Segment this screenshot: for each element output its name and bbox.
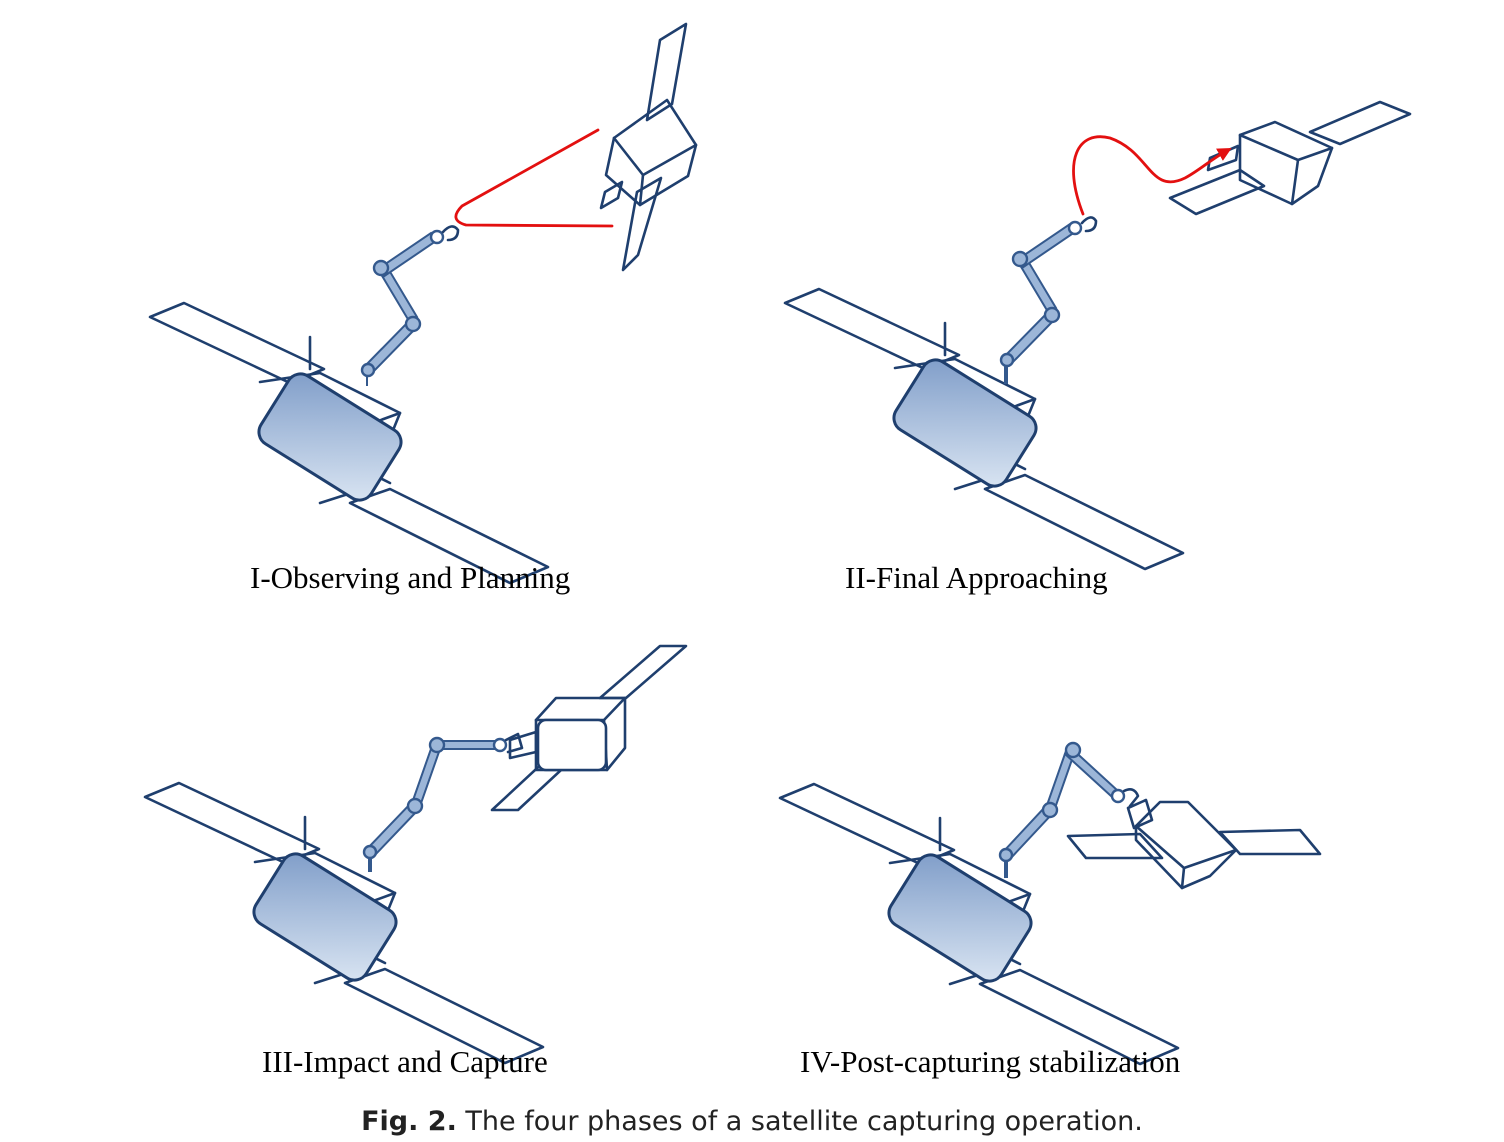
- target-satellite-3: [490, 644, 688, 812]
- panel-label-observing: I-Observing and Planning: [250, 560, 571, 595]
- panel-post-capture: [778, 741, 1322, 1066]
- panel-final-approaching: [783, 100, 1412, 571]
- panel-impact-capture: [143, 644, 688, 1065]
- target-satellite-4: [1066, 798, 1322, 890]
- robotic-arm-3: [362, 732, 524, 872]
- panel-label-capture: III-Impact and Capture: [262, 1044, 548, 1079]
- robotic-arm-2: [999, 216, 1098, 384]
- chaser-satellite-3: [143, 781, 545, 1065]
- caption-prefix: Fig. 2.: [361, 1106, 457, 1137]
- caption-text: The four phases of a satellite capturing…: [456, 1106, 1143, 1137]
- panel-label-approaching: II-Final Approaching: [845, 560, 1108, 595]
- robotic-arm-1: [360, 225, 460, 386]
- sight-lines: [454, 128, 614, 228]
- chaser-satellite-4: [778, 782, 1180, 1066]
- chaser-satellite-2: [783, 287, 1185, 571]
- panel-label-stabilization: IV-Post-capturing stabilization: [800, 1044, 1181, 1079]
- chaser-satellite-1: [148, 301, 550, 585]
- figure-caption: Fig. 2. The four phases of a satellite c…: [0, 1106, 1504, 1137]
- target-satellite-2: [1168, 100, 1412, 216]
- panel-observing-planning: [148, 22, 698, 585]
- approach-trajectory: [1072, 135, 1232, 216]
- target-satellite-1: [599, 22, 698, 272]
- robotic-arm-4: [998, 741, 1140, 878]
